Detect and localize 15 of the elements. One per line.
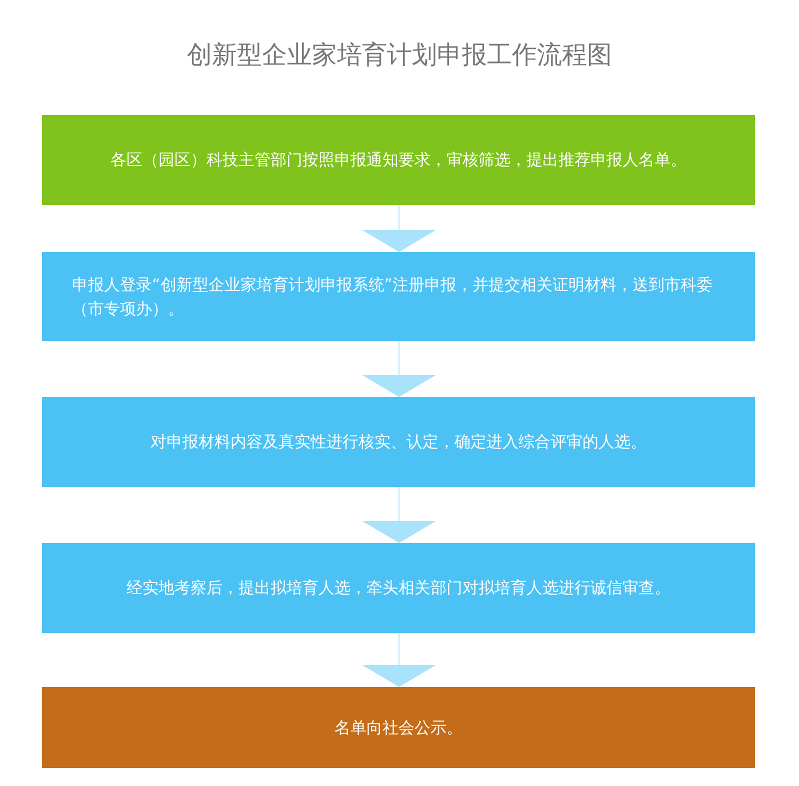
- process-box: [42, 687, 755, 768]
- process-box: [42, 252, 755, 341]
- process-box: [42, 115, 755, 205]
- chevron-arrow: [362, 340, 436, 398]
- title: 创新型企业家培育计划申报工作流程图: [186, 39, 613, 71]
- step-text: 申报人登录“创新型企业家培育计划申报系统”注册申报，并提交相关证明材料，送到市科委（市专项办）。: [72, 274, 714, 320]
- chevron-arrow: [362, 486, 436, 544]
- chevron-arrow: [362, 632, 436, 688]
- step-text: 对申报材料内容及真实性进行核实、认定，确定进入综合评审的人选。: [150, 431, 648, 453]
- process-box: [42, 397, 755, 487]
- step-text: 经实地考察后，提出拟培育人选，牵头相关部门对拟培育人选进行诚信审查。: [126, 577, 672, 599]
- process-box: [42, 543, 755, 633]
- chevron-arrow: [362, 204, 436, 252]
- step-text: 名单向社会公示。: [334, 716, 464, 738]
- step-text: 各区（园区）科技主管部门按照申报通知要求，审核筛选，提出推荐申报人名单。: [110, 149, 688, 171]
